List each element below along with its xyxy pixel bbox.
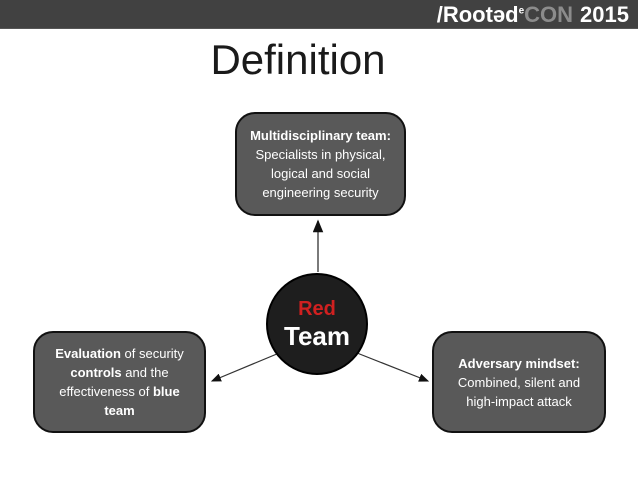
logo-superscript: e [518, 5, 525, 17]
multidisciplinary-team-box: Multidisciplinary team:Specialists in ph… [235, 112, 406, 216]
red-team-label-red: Red [298, 298, 336, 320]
logo-year: 2015 [580, 2, 629, 27]
arrow-to-left-box [210, 350, 285, 382]
logo-prefix: /Rootəd [436, 2, 519, 27]
logo-con: CON [524, 2, 574, 27]
multidisciplinary-team-text: Multidisciplinary team:Specialists in ph… [250, 128, 391, 200]
arrow-to-right-box [351, 350, 430, 382]
red-team-label-team: Team [284, 321, 350, 351]
red-team-circle: Red Team [266, 273, 368, 375]
page-title: Definition [210, 36, 386, 83]
